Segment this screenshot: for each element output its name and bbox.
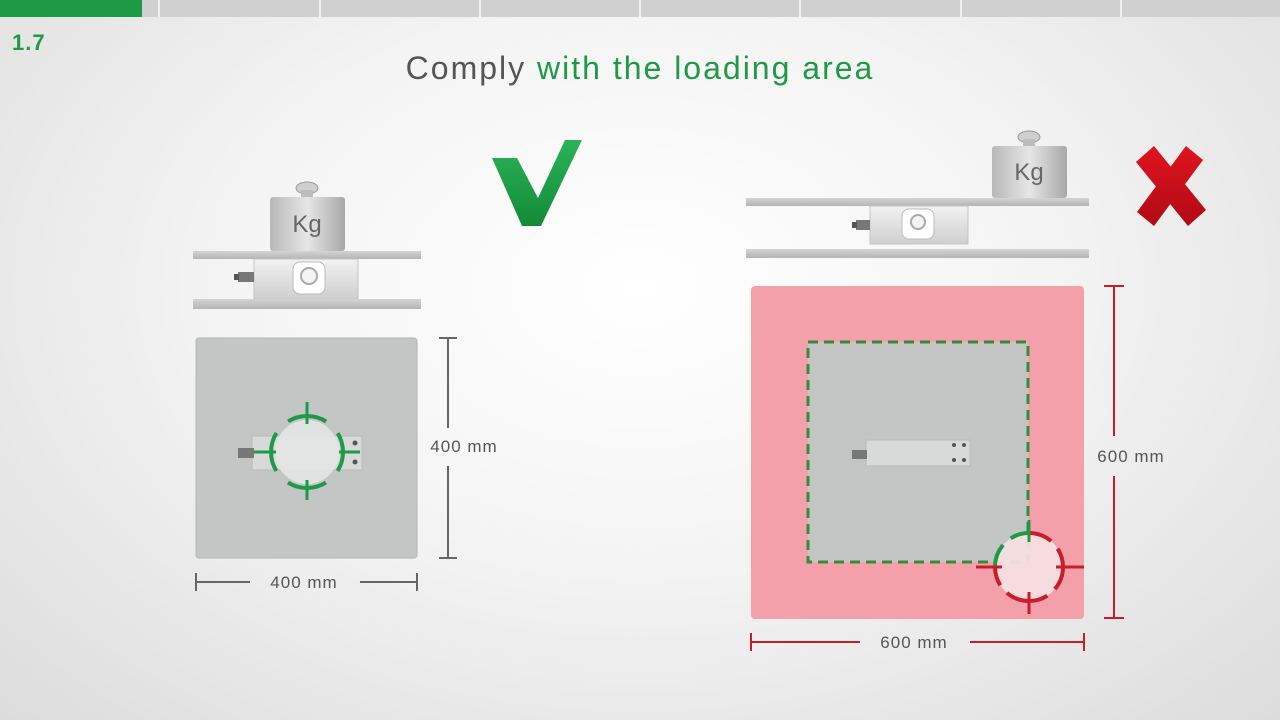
page-title: Comply with the loading area bbox=[0, 50, 1280, 87]
progress-segment bbox=[801, 0, 962, 17]
width-label: 400 mm bbox=[270, 573, 337, 592]
width-dimension: 600 mm bbox=[750, 633, 1085, 652]
height-dimension: 600 mm bbox=[1097, 285, 1164, 619]
correct-side-view: Kg bbox=[193, 181, 421, 309]
green-target-icon bbox=[254, 402, 360, 500]
weight-icon: Kg bbox=[270, 181, 345, 251]
progress-segment bbox=[961, 0, 1122, 17]
progress-segment bbox=[641, 0, 802, 17]
title-prefix: Comply bbox=[405, 50, 538, 86]
bottom-plate bbox=[193, 299, 421, 309]
load-cell-side bbox=[234, 258, 359, 300]
correct-top-view: 400 mm 400 mm bbox=[195, 337, 497, 592]
cross-mark-icon bbox=[1136, 146, 1206, 226]
height-dimension: 400 mm bbox=[430, 337, 497, 559]
section-number: 1.7 bbox=[12, 30, 46, 55]
top-plate bbox=[746, 198, 1089, 206]
check-mark-icon bbox=[492, 140, 582, 226]
red-target-icon bbox=[976, 520, 1084, 614]
progress-bar bbox=[0, 0, 1280, 17]
load-cell-side bbox=[852, 205, 969, 245]
incorrect-top-view: 600 mm 600 mm bbox=[750, 285, 1164, 652]
progress-segment bbox=[160, 0, 321, 17]
weight-icon: Kg bbox=[992, 130, 1067, 198]
height-label: 400 mm bbox=[430, 437, 497, 456]
top-plate bbox=[193, 251, 421, 259]
progress-segment bbox=[480, 0, 641, 17]
incorrect-side-view: Kg bbox=[746, 130, 1089, 258]
progress-segment bbox=[320, 0, 481, 17]
weight-label: Kg bbox=[292, 211, 321, 238]
progress-segment bbox=[0, 0, 161, 17]
weight-label: Kg bbox=[1014, 159, 1043, 186]
height-label: 600 mm bbox=[1097, 447, 1164, 466]
width-label: 600 mm bbox=[880, 633, 947, 652]
width-dimension: 400 mm bbox=[195, 573, 418, 592]
bottom-plate bbox=[746, 249, 1089, 258]
progress-fill bbox=[0, 0, 143, 17]
title-highlight: with the loading area bbox=[537, 50, 875, 86]
progress-segment bbox=[1121, 0, 1280, 17]
